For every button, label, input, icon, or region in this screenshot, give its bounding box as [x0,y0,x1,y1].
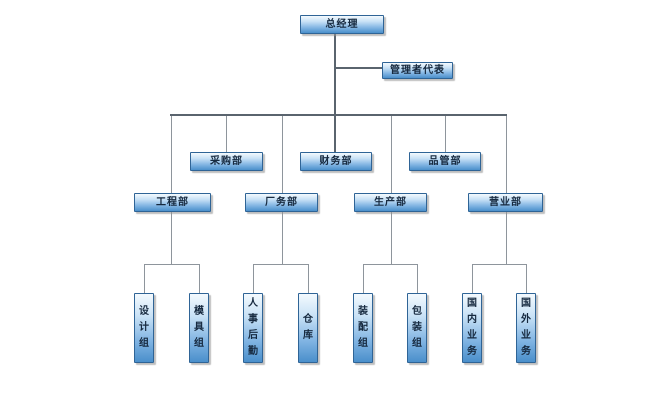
org-node-design-group: 设计组 [134,293,154,363]
org-node-sales-dept: 营业部 [468,193,543,212]
connector-split-sales [472,264,527,265]
org-node-purchasing-dept: 采购部 [190,152,263,171]
org-node-production-dept: 生产部 [354,193,427,212]
org-node-factory-affairs-dept: 厂务部 [245,193,318,212]
node-label: 采购部 [210,155,243,167]
node-label: 包装组 [412,306,422,349]
org-node-packaging-group: 包装组 [407,293,427,363]
org-node-management-representative: 管理者代表 [382,62,453,79]
connector-drop-hr-logistics [253,264,254,293]
connector-split-production [363,264,418,265]
connector-split-factory-affairs [253,264,309,265]
connector-drop-domestic-business [472,264,473,293]
connector-main-horizontal [170,114,507,116]
node-label: 人事后勤 [248,298,258,357]
node-label: 厂务部 [265,196,298,208]
node-label: 管理者代表 [390,64,445,76]
node-label: 生产部 [374,196,407,208]
connector-drop-quality [445,116,446,152]
connector-drop-warehouse [308,264,309,293]
connector-drop-production [391,116,392,193]
connector-assistant-branch [336,67,382,69]
connector-stem-sales [506,212,507,264]
node-label: 设计组 [139,306,149,349]
org-node-quality-dept: 品管部 [409,152,481,171]
connector-drop-sales [506,116,507,193]
connector-stem-engineering [171,212,172,264]
org-node-hr-logistics-group: 人事后勤 [243,293,263,363]
org-node-overseas-business-group: 国外业务 [516,293,536,363]
connector-drop-packaging-group [417,264,418,293]
org-node-finance-dept: 财务部 [300,152,372,171]
node-label: 工程部 [156,196,189,208]
node-label: 国内业务 [467,298,477,357]
node-label: 装配组 [358,306,368,349]
node-label: 国外业务 [521,298,531,357]
node-label: 总经理 [325,18,359,30]
org-node-engineering-dept: 工程部 [134,193,211,212]
connector-stem-production [391,212,392,264]
org-node-mold-group: 模具组 [189,293,209,363]
connector-drop-overseas-business [526,264,527,293]
connector-drop-factory-affairs [282,116,283,193]
node-label: 仓库 [303,314,313,341]
connector-drop-mold-group [199,264,200,293]
node-label: 品管部 [428,155,462,167]
connector-drop-design-group [144,264,145,293]
org-node-assembly-group: 装配组 [353,293,373,363]
connector-split-engineering [144,264,200,265]
connector-stem-factory-affairs [282,212,283,264]
org-node-domestic-business-group: 国内业务 [462,293,482,363]
node-label: 营业部 [489,196,522,208]
node-label: 财务部 [319,155,353,167]
org-node-general-manager: 总经理 [300,15,384,34]
node-label: 模具组 [194,306,204,349]
connector-drop-assembly-group [363,264,364,293]
connector-root-vertical [334,33,336,152]
connector-drop-purchasing [226,116,227,152]
org-node-warehouse-group: 仓库 [298,293,318,363]
connector-drop-engineering [171,116,172,193]
